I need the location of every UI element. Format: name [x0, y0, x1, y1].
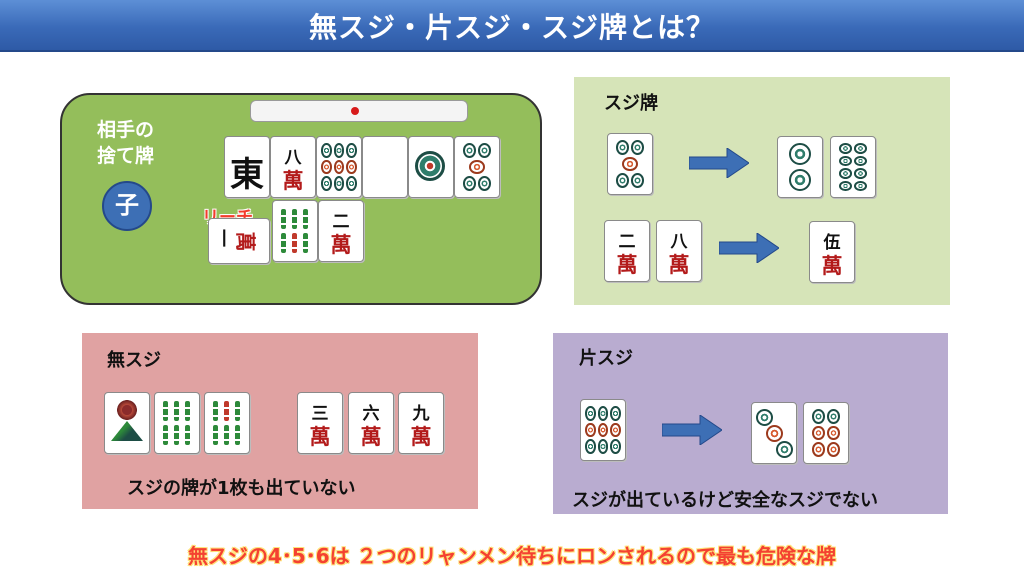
bird-head-icon [115, 399, 139, 421]
tile-2man: 二 萬 [318, 200, 364, 262]
tile-8man-suit: 萬 [282, 168, 304, 193]
discard-label-line1: 相手の [97, 119, 155, 141]
tile-suji-8man: 八 萬 [656, 220, 702, 282]
suji-heading: スジ牌 [604, 93, 658, 114]
tile-musuji-9man-suit: 萬 [410, 424, 432, 449]
footer-note: 無スジの4･5･6は ２つのリャンメン待ちにロンされるので最も危険な牌 [187, 544, 837, 568]
tile-2man-suit: 萬 [330, 232, 352, 257]
tile-suji-5man-num: 伍 [823, 233, 841, 253]
musuji-caption: スジの牌が1枚も出ていない [127, 478, 356, 499]
tile-musuji-9man-num: 九 [412, 404, 430, 424]
tile-5pin [454, 136, 500, 198]
tile-suji-8pin-grid [839, 143, 867, 191]
riichi-stick-bar [250, 100, 468, 122]
katasuji-arrow [662, 415, 722, 445]
tile-musuji-3man: 三 萬 [297, 392, 343, 454]
tile-suji-8man-num: 八 [670, 232, 688, 252]
tile-suji-5man-suit: 萬 [821, 253, 843, 278]
tile-east: 東 [224, 136, 270, 198]
tile-suji-5pin-grid [616, 140, 644, 188]
tile-musuji-8sou [204, 392, 250, 454]
discard-label-line2: 捨て牌 [97, 145, 155, 167]
katasuji-caption: スジが出ているけど安全なスジでない [572, 490, 878, 511]
tile-katasuji-6pin [803, 402, 849, 464]
page-title: 無スジ・片スジ・スジ牌とは？ [308, 11, 715, 44]
tile-suji-2pin [777, 136, 823, 198]
musuji-heading: 無スジ [107, 350, 161, 371]
tile-musuji-3man-suit: 萬 [309, 424, 331, 449]
tile-1man-suit: 萬 [233, 231, 258, 252]
tile-musuji-6man: 六 萬 [348, 392, 394, 454]
tile-1man-sideways: 一 萬 [208, 218, 270, 264]
riichi-stick-dot [351, 107, 359, 115]
tile-musuji-9man: 九 萬 [398, 392, 444, 454]
tile-suji-8pin [830, 136, 876, 198]
tile-2man-num: 二 [332, 212, 350, 232]
tile-suji-5man: 伍 萬 [809, 221, 855, 283]
tile-suji-8man-suit: 萬 [668, 252, 690, 277]
tile-musuji-3man-num: 三 [311, 404, 329, 424]
tile-5pin-grid [463, 143, 491, 191]
tile-8sou [272, 200, 318, 262]
tile-1pin-circle [415, 151, 445, 181]
tile-musuji-1sou [104, 392, 150, 454]
title-bar: 無スジ・片スジ・スジ牌とは？ [0, 0, 1024, 52]
tile-8pin [316, 136, 362, 198]
tile-suji-2man-num: 二 [618, 232, 636, 252]
suji-arrow-2 [719, 233, 779, 263]
tile-8man-num: 八 [284, 148, 302, 168]
tile-katasuji-6pin-grid [812, 409, 840, 457]
tile-musuji-6sou [154, 392, 200, 454]
tile-east-glyph: 東 [230, 155, 264, 195]
katasuji-heading: 片スジ [579, 348, 633, 369]
seat-badge: 子 [102, 181, 152, 231]
suji-arrow-1 [689, 148, 749, 178]
tile-blank [362, 136, 408, 198]
tile-katasuji-3pin [751, 402, 797, 464]
tile-suji-2man-suit: 萬 [616, 252, 638, 277]
tile-8pin-grid [321, 143, 357, 191]
tile-musuji-6man-suit: 萬 [360, 424, 382, 449]
tile-8man: 八 萬 [270, 136, 316, 198]
tile-musuji-6man-num: 六 [362, 404, 380, 424]
tile-1pin [408, 136, 454, 198]
bird-body-icon [111, 421, 143, 441]
tile-suji-5pin [607, 133, 653, 195]
tile-katasuji-9pin [580, 399, 626, 461]
tile-suji-2man: 二 萬 [604, 220, 650, 282]
discard-label: 相手の 捨て牌 [97, 117, 154, 169]
tile-katasuji-9pin-grid [585, 406, 621, 454]
